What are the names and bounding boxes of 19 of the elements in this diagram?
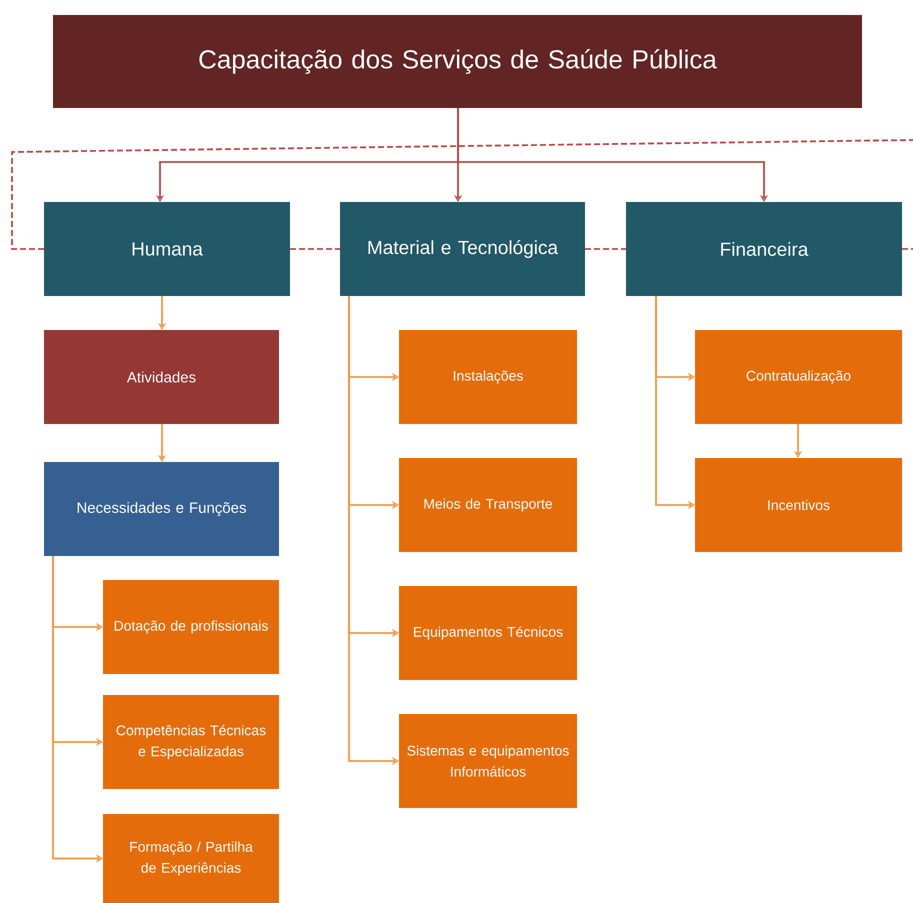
category-box: Material e Tecnológica — [340, 202, 585, 296]
category-box: Humana — [44, 202, 290, 296]
item-box: Meios de Transporte — [399, 458, 577, 552]
title-box: Capacitação dos Serviços de Saúde Pública — [53, 15, 862, 108]
dashed-connector — [585, 248, 626, 250]
process-box: Atividades — [44, 330, 279, 424]
item-box: Equipamentos Técnicos — [399, 586, 577, 680]
item-box: Dotação de profissionais — [103, 580, 279, 674]
dashed-connector — [902, 248, 913, 250]
item-box: Formação / Partilha de Experiências — [103, 814, 279, 903]
item-box: Incentivos — [695, 458, 902, 552]
item-box: Contratualização — [695, 330, 902, 424]
category-box: Financeira — [626, 202, 902, 296]
item-box: Instalações — [399, 330, 577, 424]
process-box: Necessidades e Funções — [44, 462, 279, 556]
item-box: Sistemas e equipamentos Informáticos — [399, 714, 577, 808]
item-box: Competências Técnicas e Especializadas — [103, 695, 279, 789]
dashed-connector — [11, 139, 913, 250]
dashed-connector — [290, 248, 340, 250]
